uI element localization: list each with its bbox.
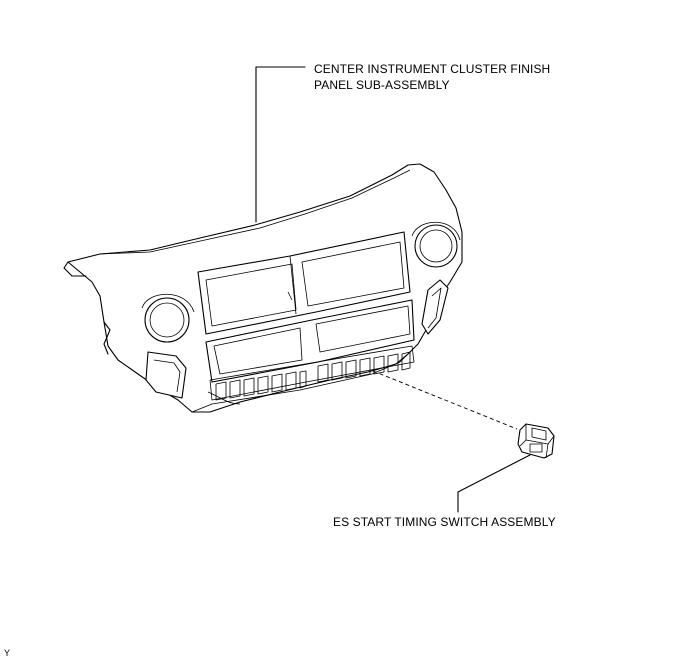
panel-leader-line — [255, 66, 306, 223]
panel-callout-line-1: CENTER INSTRUMENT CLUSTER FINISH — [314, 62, 551, 76]
es-start-timing-switch — [517, 423, 555, 459]
center-instrument-cluster-finish-panel — [63, 163, 463, 413]
corner-mark: Y — [4, 648, 11, 658]
panel-callout-line-2: PANEL SUB-ASSEMBLY — [314, 78, 450, 92]
switch-callout-label: ES START TIMING SWITCH ASSEMBLY — [333, 515, 556, 529]
installation-guide-line — [372, 370, 518, 430]
switch-leader-line — [457, 454, 531, 513]
panel-callout-label: CENTER INSTRUMENT CLUSTER FINISH PANEL S… — [314, 61, 550, 93]
